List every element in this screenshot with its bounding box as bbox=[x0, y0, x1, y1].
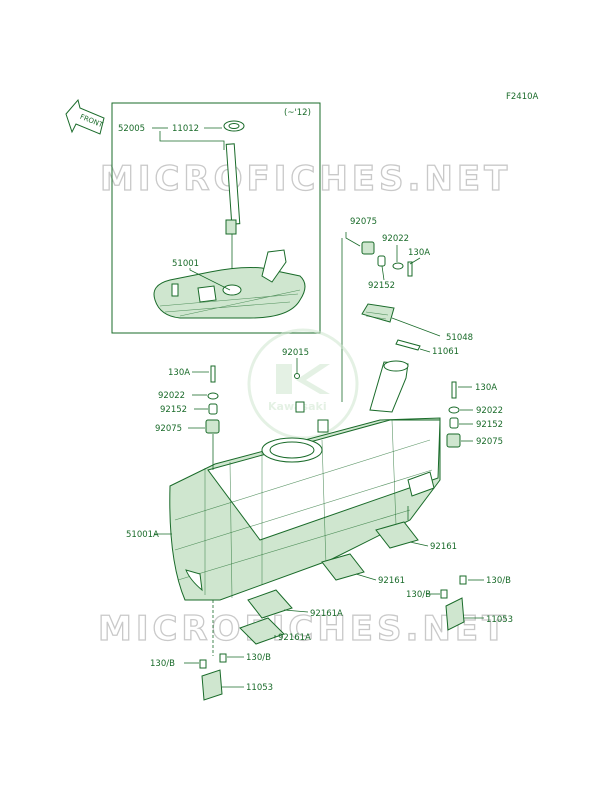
label-11012: 11012 bbox=[172, 124, 199, 134]
label-92152-top: 92152 bbox=[368, 281, 395, 291]
pad-92161-upper bbox=[375, 521, 419, 549]
label-51048: 51048 bbox=[446, 333, 473, 343]
left-mount-hardware bbox=[205, 365, 220, 434]
seal-51048-icon bbox=[361, 303, 395, 323]
label-11053-left: 11053 bbox=[246, 683, 273, 693]
label-11061: 11061 bbox=[432, 347, 459, 357]
inset-fuel-tank-51001 bbox=[153, 249, 306, 319]
fuel-gauge-sender-icon bbox=[223, 120, 245, 282]
label-130A-top: 130A bbox=[408, 248, 430, 258]
bracket-11053-right bbox=[440, 575, 467, 631]
front-arrow-icon: FRONT bbox=[65, 98, 105, 135]
clip-92015 bbox=[294, 373, 300, 379]
label-130A-right: 130A bbox=[475, 383, 497, 393]
label-92161A-a: 92161A bbox=[310, 609, 343, 619]
label-130B-r2: 130/B bbox=[406, 590, 431, 600]
pad-92161A-upper bbox=[247, 589, 293, 619]
label-92075-left: 92075 bbox=[155, 424, 182, 434]
label-92015: 92015 bbox=[282, 348, 309, 358]
inset-box bbox=[111, 102, 321, 334]
label-92161A-b: 92161A bbox=[278, 633, 311, 643]
strip-11061 bbox=[395, 339, 421, 351]
label-92022-top: 92022 bbox=[382, 234, 409, 244]
right-mount-hardware bbox=[446, 381, 461, 448]
pad-92161-lower bbox=[321, 553, 365, 581]
figure-code: F2410A bbox=[506, 92, 539, 102]
label-130B-l2: 130/B bbox=[246, 653, 271, 663]
label-130B-r1: 130/B bbox=[486, 576, 511, 586]
label-92161-b: 92161 bbox=[378, 576, 405, 586]
label-130B-l1: 130/B bbox=[150, 659, 175, 669]
inset-note: (~'12) bbox=[284, 108, 311, 118]
watermark-top: MICROFICHES.NET bbox=[100, 159, 511, 199]
label-92152-left: 92152 bbox=[160, 405, 187, 415]
label-92075-top: 92075 bbox=[350, 217, 377, 227]
watermark-bottom: MICROFICHES.NET bbox=[98, 609, 509, 649]
kawasaki-logo: Kawasaki bbox=[247, 328, 359, 440]
label-11053-right: 11053 bbox=[486, 615, 513, 625]
label-92022-right: 92022 bbox=[476, 406, 503, 416]
label-92161-a: 92161 bbox=[430, 542, 457, 552]
label-51001A: 51001A bbox=[126, 530, 159, 540]
main-fuel-tank-51001A bbox=[169, 360, 441, 601]
bracket-11053-left bbox=[199, 653, 227, 701]
label-92022-left: 92022 bbox=[158, 391, 185, 401]
label-52005: 52005 bbox=[118, 124, 145, 134]
label-92152-right: 92152 bbox=[476, 420, 503, 430]
label-51001: 51001 bbox=[172, 259, 199, 269]
pad-92161A-lower bbox=[239, 617, 285, 645]
label-92075-right: 92075 bbox=[476, 437, 503, 447]
top-mount-hardware bbox=[361, 241, 413, 277]
label-130A-left: 130A bbox=[168, 368, 190, 378]
